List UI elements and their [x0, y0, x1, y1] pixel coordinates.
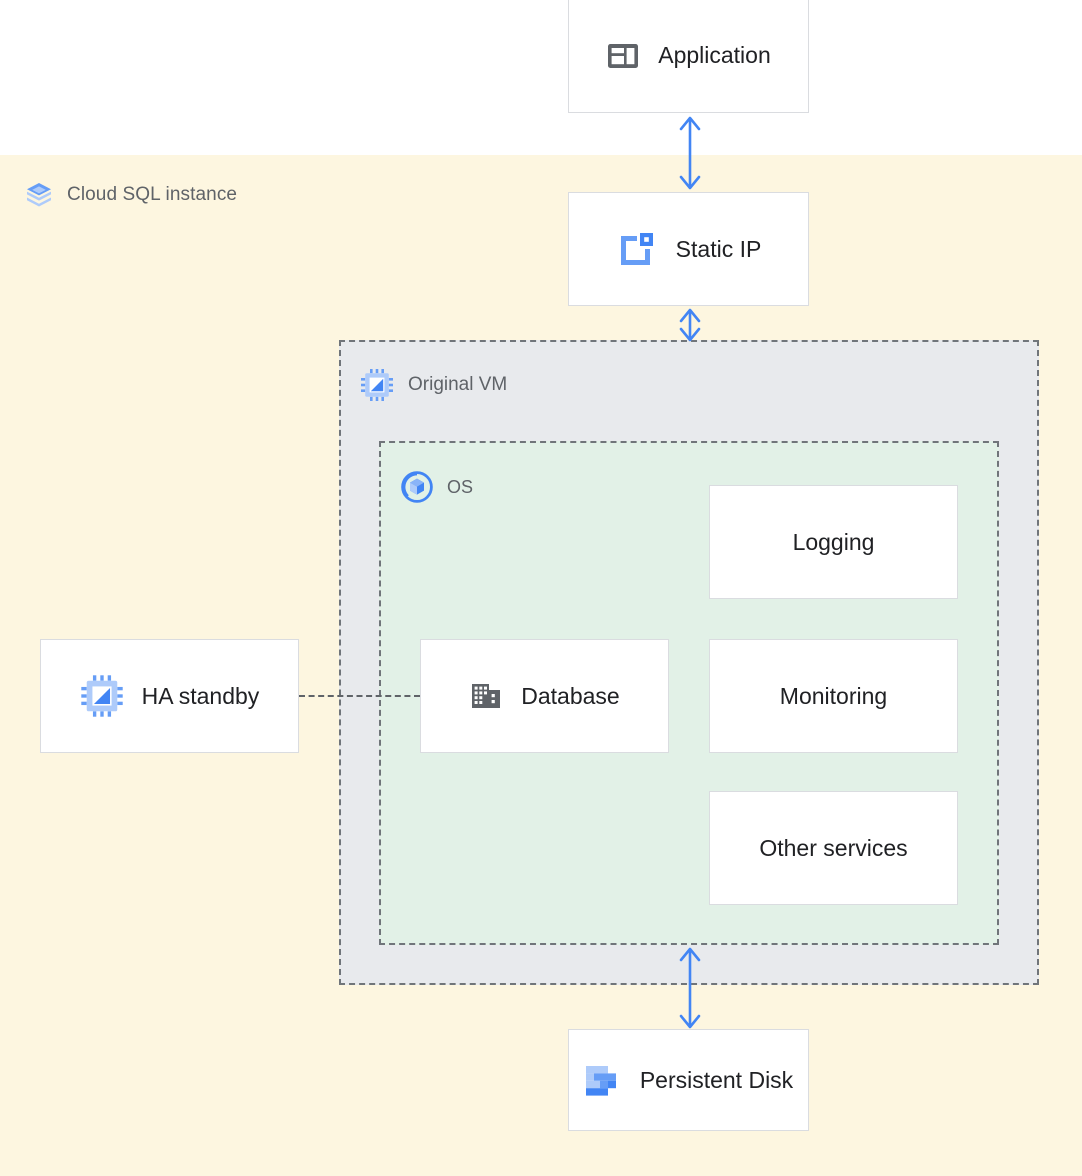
node-label-ha-standby: HA standby	[141, 682, 260, 709]
node-application[interactable]: Application	[568, 0, 809, 113]
node-ha-standby[interactable]: HA standby	[40, 639, 299, 753]
os-icon	[400, 470, 434, 504]
region-label-original-vm: Original VM	[360, 368, 507, 402]
node-static-ip[interactable]: Static IP	[568, 192, 809, 306]
node-label-database: Database	[521, 682, 620, 709]
region-label-text-cloud-sql: Cloud SQL instance	[67, 184, 238, 205]
persistent-disk-icon	[584, 1061, 622, 1099]
node-other-services[interactable]: Other services	[709, 791, 958, 905]
node-label-other-services: Other services	[759, 834, 908, 861]
vm-chip-icon	[360, 368, 394, 402]
connector-application-to-static-ip	[679, 116, 701, 190]
cloud-sql-icon	[24, 180, 54, 210]
region-label-os: OS	[400, 470, 473, 504]
region-label-cloud-sql: Cloud SQL instance	[24, 180, 237, 210]
application-window-icon	[606, 39, 640, 73]
database-building-icon	[469, 679, 503, 713]
node-label-logging: Logging	[792, 528, 875, 555]
node-database[interactable]: Database	[420, 639, 669, 753]
node-logging[interactable]: Logging	[709, 485, 958, 599]
connector-os-to-persistent-disk	[679, 947, 701, 1029]
node-label-persistent-disk: Persistent Disk	[639, 1066, 794, 1093]
connector-static-ip-to-original-vm	[679, 308, 701, 342]
static-ip-icon	[616, 228, 658, 270]
node-persistent-disk[interactable]: Persistent Disk	[568, 1029, 809, 1131]
connector-ha-standby-to-original-vm	[299, 695, 420, 697]
region-label-text-original-vm: Original VM	[408, 374, 508, 395]
node-label-static-ip: Static IP	[675, 235, 762, 262]
node-label-monitoring: Monitoring	[779, 682, 888, 709]
node-label-application: Application	[658, 42, 771, 69]
region-label-text-os: OS	[447, 476, 474, 497]
vm-chip-icon	[80, 674, 124, 718]
node-monitoring[interactable]: Monitoring	[709, 639, 958, 753]
